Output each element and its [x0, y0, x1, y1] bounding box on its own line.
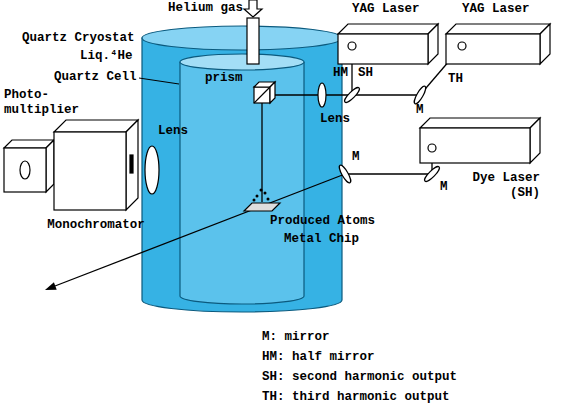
- beam-label: SH: [358, 66, 373, 81]
- beam: [261, 103, 262, 202]
- beam-arrowhead: [45, 282, 57, 290]
- box-front: [446, 34, 540, 64]
- box-side: [46, 140, 54, 192]
- box-side: [540, 24, 550, 64]
- box-side: [126, 120, 138, 210]
- laser-beams: [55, 46, 462, 286]
- cell-label: Quartz Cell: [54, 70, 137, 85]
- atom: [264, 192, 267, 195]
- node-label: YAG Laser: [352, 2, 420, 17]
- box-top: [420, 118, 540, 128]
- box-outline: [54, 120, 138, 210]
- box-side: [428, 24, 438, 64]
- atom: [267, 198, 270, 201]
- chip-label: Metal Chip: [284, 232, 359, 247]
- lens: [318, 83, 326, 107]
- detector-window: [20, 161, 30, 179]
- output-port: [458, 42, 466, 50]
- cryostat-top: [142, 26, 342, 50]
- box-front: [54, 132, 126, 210]
- laser-box: YAG Laser: [446, 24, 550, 64]
- mirror: [423, 165, 441, 183]
- prism-label: prism: [205, 71, 243, 86]
- cryostat-body: [142, 38, 342, 312]
- box-3d: [4, 140, 54, 192]
- atom: [253, 199, 256, 202]
- beam: [270, 94, 420, 95]
- box-front: [420, 128, 530, 163]
- gas-arrow: [244, 0, 262, 17]
- atoms: [253, 189, 270, 202]
- leader-line: [139, 78, 179, 84]
- mirror-label: M: [440, 180, 448, 195]
- box-3d: [54, 120, 138, 210]
- laser-box: YAG Laser: [338, 24, 438, 64]
- entrance-slit: [130, 155, 133, 173]
- node-label: Dye Laser (SH): [460, 171, 540, 201]
- mirror: [412, 85, 427, 105]
- gas-pipe: [247, 18, 259, 64]
- box-top: [338, 24, 438, 34]
- key-note: M: mirror: [262, 330, 330, 345]
- beam: [345, 148, 432, 174]
- prism: [270, 82, 275, 103]
- output-port: [348, 42, 356, 50]
- lens: [145, 146, 159, 194]
- key-note: HM: half mirror: [262, 350, 375, 365]
- prism: [254, 87, 270, 103]
- atom: [256, 195, 259, 198]
- laser-box: Dye Laser (SH): [420, 118, 540, 163]
- half-mirror: [343, 86, 361, 104]
- cryostat-label: Quartz Cryostat: [22, 31, 135, 46]
- box-top: [446, 24, 550, 34]
- box-3d: [446, 24, 550, 64]
- lens-label: Lens: [320, 112, 350, 127]
- atom: [260, 189, 263, 192]
- gas-label: Helium gas: [168, 1, 243, 16]
- box-front: [4, 148, 46, 192]
- box-outline: [4, 140, 54, 192]
- quartz-cell-top: [180, 54, 304, 70]
- node-label: YAG Laser: [462, 2, 530, 17]
- box-outline: [420, 118, 540, 163]
- box-3d: [338, 24, 438, 64]
- box-3d: [420, 118, 540, 163]
- box-outline: [338, 24, 438, 64]
- monochromator-box: Monochromator: [54, 120, 138, 210]
- key-note: SH: second harmonic output: [262, 370, 457, 385]
- beam-label: TH: [448, 72, 463, 87]
- output-port: [428, 144, 436, 152]
- optics: [145, 82, 441, 211]
- box-front: [338, 34, 428, 64]
- node-label: Monochromator: [46, 218, 146, 233]
- node-label: Photo- multiplier: [4, 88, 86, 118]
- mirror-label: M: [352, 150, 360, 165]
- box-outline: [446, 24, 550, 64]
- mirror-label: M: [416, 103, 424, 118]
- liquid-label: Liq.⁴He: [80, 49, 133, 64]
- quartz-cell: [180, 62, 304, 304]
- mirror: [337, 164, 352, 184]
- box-top: [54, 120, 138, 132]
- key-note: TH: third harmonic output: [262, 390, 450, 405]
- prism: [254, 87, 270, 103]
- atoms-label: Produced Atoms: [270, 214, 375, 229]
- mirror-label: HM: [333, 66, 348, 81]
- lens-label: Lens: [158, 124, 188, 139]
- detector-box: Photo- multiplier: [4, 140, 54, 192]
- metal-chip: [244, 203, 280, 211]
- box-side: [530, 118, 540, 163]
